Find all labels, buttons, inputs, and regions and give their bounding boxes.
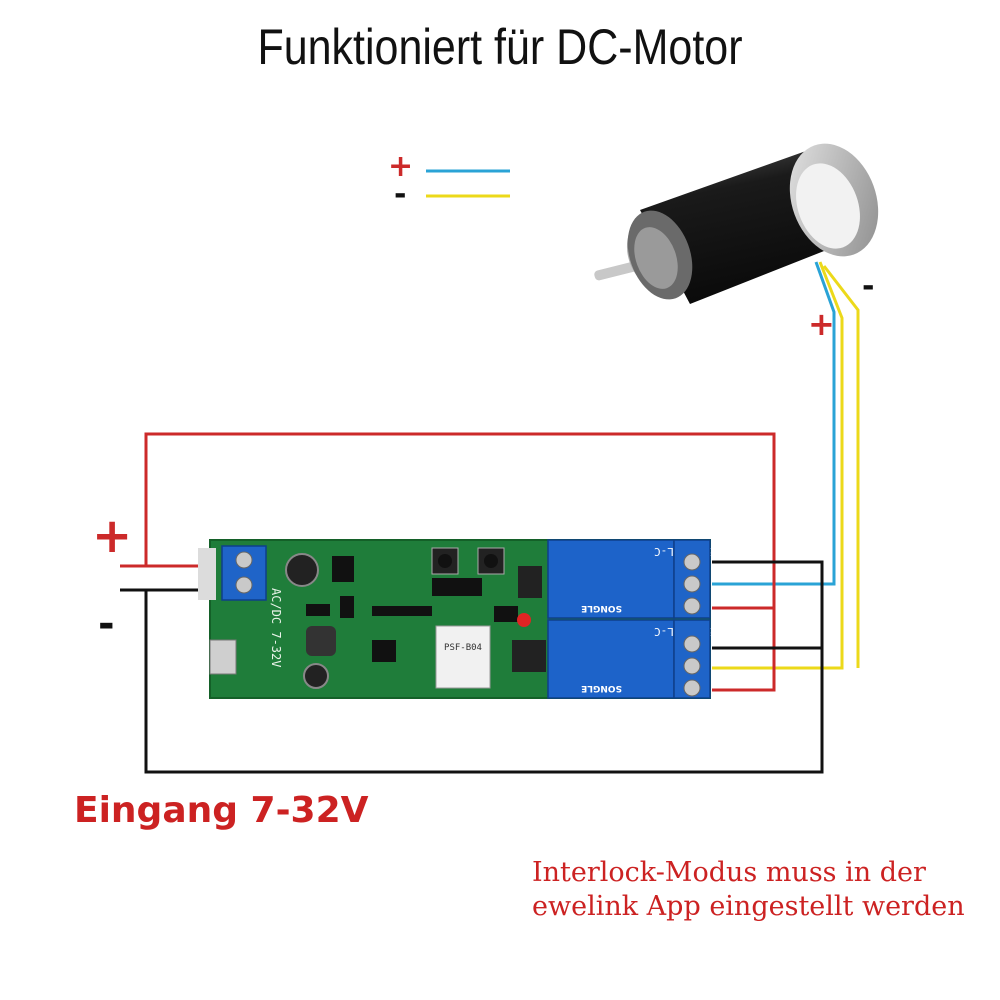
legend-plus-sign: + [388, 149, 414, 184]
relay-2-brand: SONGLE [581, 683, 622, 693]
legend-minus-sign: - [394, 177, 407, 212]
diagram-title: Funktioniert für DC-Motor [257, 19, 743, 75]
relay-2: SRD-05VDC-SL-C SONGLE [547, 619, 747, 699]
interlock-note: Interlock-Modus muss in der ewelink App … [532, 856, 1000, 924]
relay-1: SRD-05VDC-SL-C SONGLE [547, 539, 747, 619]
dc-motor [594, 143, 879, 304]
input-terminal-block [221, 545, 267, 601]
interlock-note-line-2: ewelink App eingestellt werden [532, 891, 965, 922]
output-terminal-block [673, 539, 711, 699]
motor-plus-sign: + [808, 305, 835, 343]
supply-minus-sign: - [98, 601, 115, 647]
silkscreen-voltage: AC/DC 7-32V [269, 588, 283, 667]
module-label: PSF-B04 [444, 643, 482, 653]
interlock-note-line-1: Interlock-Modus muss in der [532, 857, 926, 888]
relay-1-brand: SONGLE [581, 603, 622, 613]
input-voltage-label: Eingang 7-32V [74, 790, 369, 831]
legend-lines [426, 169, 510, 198]
motor-minus-sign: - [862, 269, 875, 304]
supply-plus-sign: + [92, 508, 133, 564]
